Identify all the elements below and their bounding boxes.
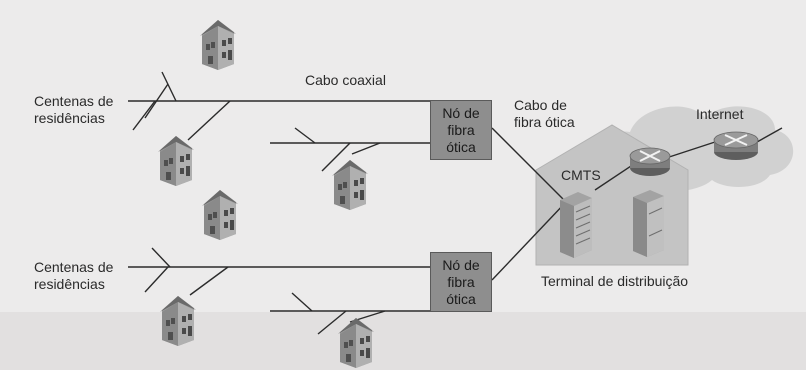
coax-label: Cabo coaxial <box>305 72 386 88</box>
label-line: fibra ótica <box>514 114 575 130</box>
house-icon <box>160 296 196 346</box>
cmts-label: CMTS <box>561 167 601 183</box>
fiber-cable-label: Cabo de fibra ótica <box>514 97 575 131</box>
router-icon <box>629 147 671 176</box>
label-line: residências <box>34 276 105 292</box>
label-line: Centenas de <box>34 93 114 109</box>
house-icon <box>332 160 368 210</box>
fiber-node-label: Nó de fibra ótica <box>431 105 491 156</box>
fiber-node-line: fibra <box>447 122 475 138</box>
server-icon <box>633 190 664 257</box>
house-icon <box>158 136 194 186</box>
internet-label: Internet <box>696 106 744 122</box>
fiber-node-line: ótica <box>446 139 476 155</box>
fiber-node-bottom: Nó de fibra ótica <box>430 252 492 312</box>
residences-bottom-label: Centenas de residências <box>34 259 113 293</box>
label-line: Centenas de <box>34 259 114 275</box>
fiber-node-line: fibra <box>447 274 475 290</box>
fiber-node-line: ótica <box>446 291 476 307</box>
fiber-node-line: Nó de <box>442 257 480 273</box>
server-icon <box>560 192 592 258</box>
fiber-node-top: Nó de fibra ótica <box>430 100 492 160</box>
house-icon <box>338 318 374 368</box>
house-icon <box>200 20 236 70</box>
headend-label: Terminal de distribuição <box>541 273 689 289</box>
router-icon <box>713 131 759 160</box>
label-line: Cabo de <box>514 97 567 113</box>
house-icon <box>202 190 238 240</box>
fiber-node-label: Nó de fibra ótica <box>431 257 491 308</box>
residences-top-label: Centenas de residências <box>34 93 113 127</box>
fiber-node-line: Nó de <box>442 105 480 121</box>
label-line: residências <box>34 110 105 126</box>
